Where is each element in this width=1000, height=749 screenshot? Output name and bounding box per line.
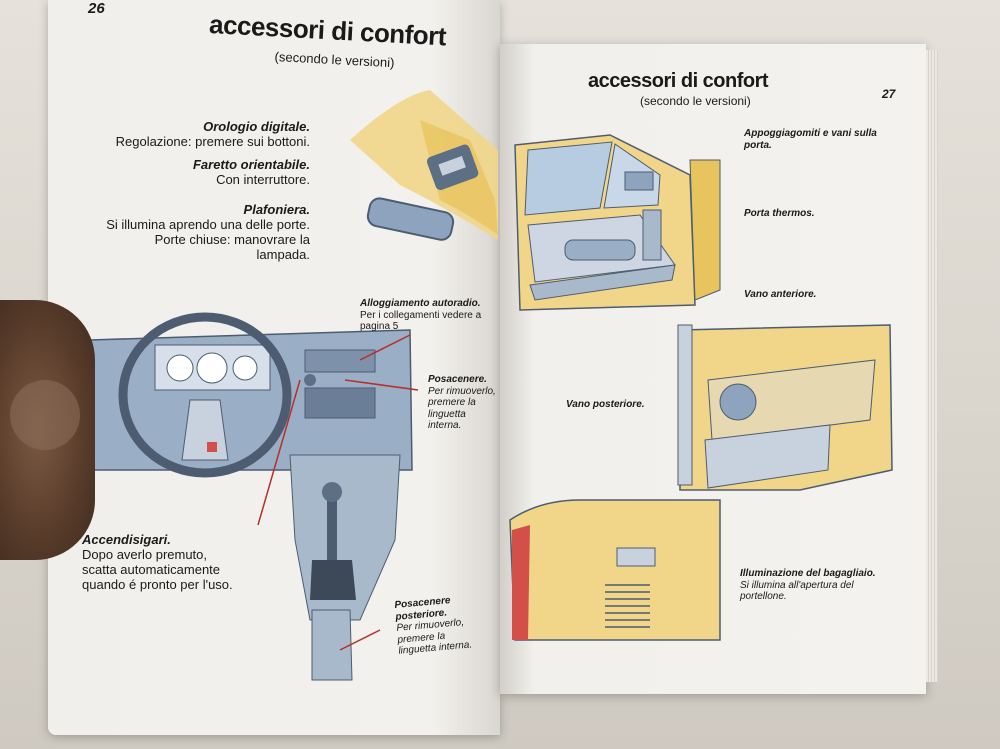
leader-lines [257,334,419,651]
right-page-subtitle: (secondo le versioni) [640,94,751,108]
rear-panel-illustration [677,324,893,491]
radio-description: Alloggiamento autoradio. Per i collegame… [360,298,482,332]
lighter-description: Accendisigari. Dopo averlo premuto, scat… [82,532,233,592]
left-page-number: 26 [88,0,105,17]
rear-bin-description: Vano posteriore. [566,399,645,410]
door-illustration [514,134,721,311]
ashtray-description: Posacenere. Per rimuoverlo, premere la l… [428,374,496,431]
clock-description: Orologio digitale. Regolazione: premere … [115,119,310,149]
rear-ashtray-description: Posacenere posteriore. Per rimuoverlo, p… [394,595,473,657]
ceiling-light-illustration [350,90,498,241]
ceiling-light-description: Plafoniera. Si illumina aprendo una dell… [106,202,310,262]
boot-light-description: Illuminazione del bagagliaio. Si illumin… [740,568,876,602]
page-edge-stack [926,50,938,682]
spotlight-description: Faretto orientabile. Con interruttore. [192,157,310,187]
thumbnail-nail [10,380,80,450]
boot-light-illustration [509,499,721,641]
dashboard-illustration [89,312,413,681]
front-bin-description: Vano anteriore. [744,289,817,300]
armrests-description: Appoggiagomiti e vani sulla porta. [744,128,877,151]
thermos-description: Porta thermos. [744,208,815,219]
right-page-title: accessori di confort [588,70,769,92]
right-page-number: 27 [882,87,896,101]
